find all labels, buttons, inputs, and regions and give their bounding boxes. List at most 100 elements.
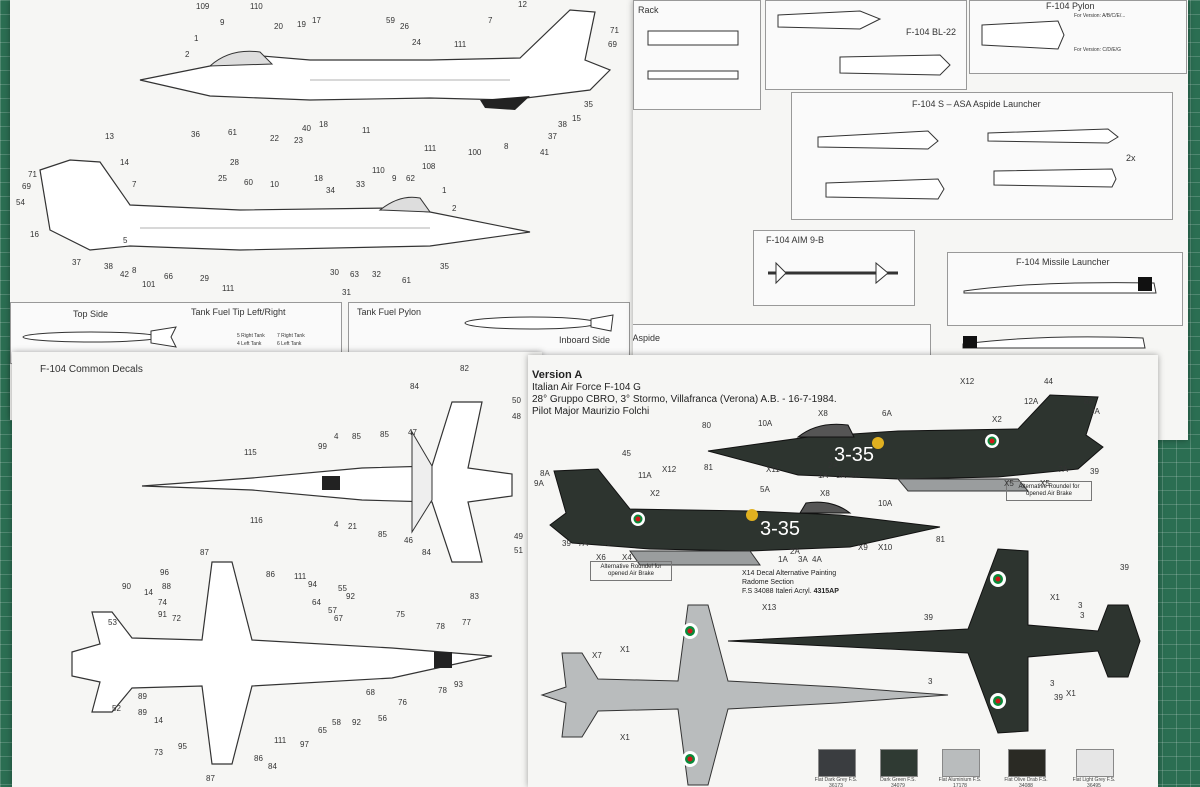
- callout-number: 58: [332, 718, 341, 727]
- color-fs: F.S. 34079: [891, 777, 916, 787]
- callout-number: 7: [488, 16, 493, 25]
- asa-aspide-label: F-104 S – ASA Aspide Launcher: [912, 99, 1041, 109]
- callout-number: 28: [230, 158, 239, 167]
- version-line2: 28° Gruppo CBRO, 3° Stormo, Villafranca …: [532, 394, 837, 405]
- callout-label: X4: [622, 553, 632, 562]
- callout-number: 20: [274, 22, 283, 31]
- callout-number: 48: [512, 412, 521, 421]
- callout-label: 7A: [1058, 465, 1068, 474]
- version-line3: Pilot Major Maurizio Folchi: [532, 406, 650, 417]
- callout-label: X8: [818, 409, 828, 418]
- aircraft-right-side-camo: 3-35: [707, 394, 1104, 492]
- callout-number: 5: [123, 236, 128, 245]
- callout-label: X2: [992, 415, 1002, 424]
- callout-label: 3: [1078, 601, 1083, 610]
- callout-number: 37: [72, 258, 81, 267]
- tank-pylon-label: Tank Fuel Pylon: [357, 307, 422, 317]
- callout-number: 86: [254, 754, 263, 763]
- callout-number: 67: [334, 614, 343, 623]
- pylon-panel: F-104 Pylon For Version: A/B/C/E/... For…: [969, 0, 1187, 74]
- aim9b-missile-drawing: [768, 261, 898, 285]
- color-fs: F.S. 17178: [953, 777, 982, 787]
- callout-label: 7A: [578, 539, 588, 548]
- callout-number: 8: [132, 266, 137, 275]
- pylon-version-label: For Version: C/D/E/G: [1074, 47, 1121, 53]
- callout-number: 37: [548, 132, 557, 141]
- callout-number: 111: [454, 40, 467, 49]
- callout-number: 4: [334, 520, 339, 529]
- common-decals-sheet: F-104 Common Decals 84 82 50 48 115 99 4…: [12, 352, 542, 787]
- callout-number: 10: [270, 180, 279, 189]
- x14-note: X14 Decal Alternative Painting Radome Se…: [742, 570, 837, 586]
- callout-label: 8A: [540, 469, 550, 478]
- callout-number: 9: [220, 18, 225, 27]
- callout-label: X2: [650, 489, 660, 498]
- callout-label: X5: [1004, 479, 1014, 488]
- callout-number: 60: [244, 178, 253, 187]
- callout-label: 9A: [534, 479, 544, 488]
- callout-label: 6A: [882, 409, 892, 418]
- callout-number: 97: [300, 740, 309, 749]
- pylon-label: F-104 Pylon: [1046, 1, 1095, 11]
- missile-launcher-drawing: [963, 277, 1157, 294]
- color-swatch-label: Flat Light Grey F.S. 36495: [1069, 777, 1119, 787]
- callout-number: 13: [105, 132, 114, 141]
- bl22-drawing: [777, 10, 951, 76]
- callout-label: 3: [1050, 679, 1055, 688]
- callout-number: 14: [154, 716, 163, 725]
- callout-number: 82: [460, 364, 469, 373]
- callout-number: 8: [504, 142, 509, 151]
- callout-number: 59: [386, 16, 395, 25]
- callout-number: 66: [164, 272, 173, 281]
- color-name: Flat Olive Drab: [1004, 777, 1038, 783]
- callout-number: 93: [454, 680, 463, 689]
- two-x-label: 2x: [1126, 153, 1136, 163]
- callout-label: 80: [702, 421, 711, 430]
- callout-number: 40: [302, 124, 311, 133]
- version-a-sheet: Version A Italian Air Force F-104 G 28° …: [528, 355, 1158, 787]
- tank-note: 5 Right Tank: [237, 333, 265, 339]
- callout-label: 12A: [1024, 397, 1039, 406]
- pylon-drawing: [981, 20, 1065, 50]
- aircraft-top-view-upper: [141, 401, 513, 563]
- pylon-version-label: For Version: A/B/C/E/...: [1074, 13, 1126, 19]
- callout-number: 2: [185, 50, 190, 59]
- callout-label: X1: [1050, 593, 1060, 602]
- callout-number: 35: [584, 100, 593, 109]
- rack-panel: Rack: [633, 0, 761, 110]
- color-swatch-label: Flat Olive Drab F.S. 34088: [1001, 777, 1051, 787]
- callout-number: 25: [218, 174, 227, 183]
- tank-note: 7 Right Tank: [277, 333, 305, 339]
- callout-label: 8A: [1084, 397, 1094, 406]
- callout-number: 61: [402, 276, 411, 285]
- callout-number: 86: [266, 570, 275, 579]
- version-line1: Italian Air Force F-104 G: [532, 382, 641, 393]
- callout-number: 84: [410, 382, 419, 391]
- callout-number: 76: [398, 698, 407, 707]
- callout-number: 87: [200, 548, 209, 557]
- callout-number: 30: [330, 268, 339, 277]
- callout-label: 44: [1044, 377, 1053, 386]
- aircraft-code-marking: 3-35: [834, 444, 874, 466]
- callout-number: 31: [342, 288, 351, 297]
- aim9b-label: F-104 AIM 9-B: [766, 235, 825, 245]
- callout-number: 111: [222, 284, 235, 293]
- rack-drawing: [647, 30, 739, 80]
- callout-label: X6: [596, 553, 606, 562]
- callout-number: 38: [558, 120, 567, 129]
- tank-note: 4 Left Tank: [237, 341, 262, 347]
- aspide-missile-drawing: [962, 336, 1146, 349]
- callout-number: 7: [132, 180, 137, 189]
- color-swatch: [880, 749, 918, 777]
- callout-number: 64: [312, 598, 321, 607]
- callout-number: 55: [338, 584, 347, 593]
- callout-number: 85: [352, 432, 361, 441]
- callout-label: 39: [1120, 563, 1129, 572]
- callout-number: 69: [608, 40, 617, 49]
- callout-number: 16: [30, 230, 39, 239]
- callout-number: 35: [440, 262, 449, 271]
- callout-number: 1: [194, 34, 199, 43]
- callout-number: 108: [422, 162, 436, 171]
- callout-number: 57: [328, 606, 337, 615]
- callout-number: 62: [406, 174, 415, 183]
